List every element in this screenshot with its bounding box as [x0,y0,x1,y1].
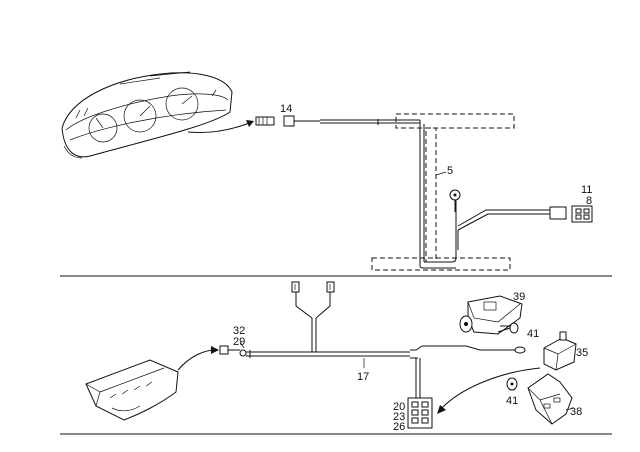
instrument-cluster [61,71,233,159]
callout-14: 14 [280,103,292,115]
relay-socket-11-8 [571,205,593,223]
callout-38: 38 [570,406,582,418]
relay-arrow [439,367,541,411]
leader-5 [435,171,447,176]
callout-41-top: 41 [527,328,539,340]
callout-8: 8 [586,195,592,207]
leader-32-29 [239,341,245,349]
callout-29: 29 [233,336,245,348]
cluster-arrowhead [246,120,254,127]
cluster-arrow [187,121,253,133]
callout-20: 20 [393,401,405,413]
bracket-38 [527,373,573,425]
callout-26: 26 [393,421,405,433]
callout-35: 35 [576,347,588,359]
harness-5 [294,113,567,271]
callout-5: 5 [447,165,453,177]
connector-14 [255,115,295,127]
relay-35 [543,331,577,371]
relay-arrowhead [437,405,446,414]
control-module [85,359,179,421]
module-arrowhead [211,346,219,354]
screw-41-bottom [506,377,518,391]
callout-23: 23 [393,411,405,423]
callout-11: 11 [581,184,592,196]
callout-39: 39 [513,291,525,303]
harness-17 [219,281,526,398]
callout-32: 32 [233,325,245,337]
module-arrow [177,349,217,371]
connector-20-23-26 [407,397,433,429]
screw-41-top [497,322,519,334]
callout-41-bottom: 41 [506,395,518,407]
callout-17: 17 [357,371,369,383]
leader-38 [565,407,575,411]
